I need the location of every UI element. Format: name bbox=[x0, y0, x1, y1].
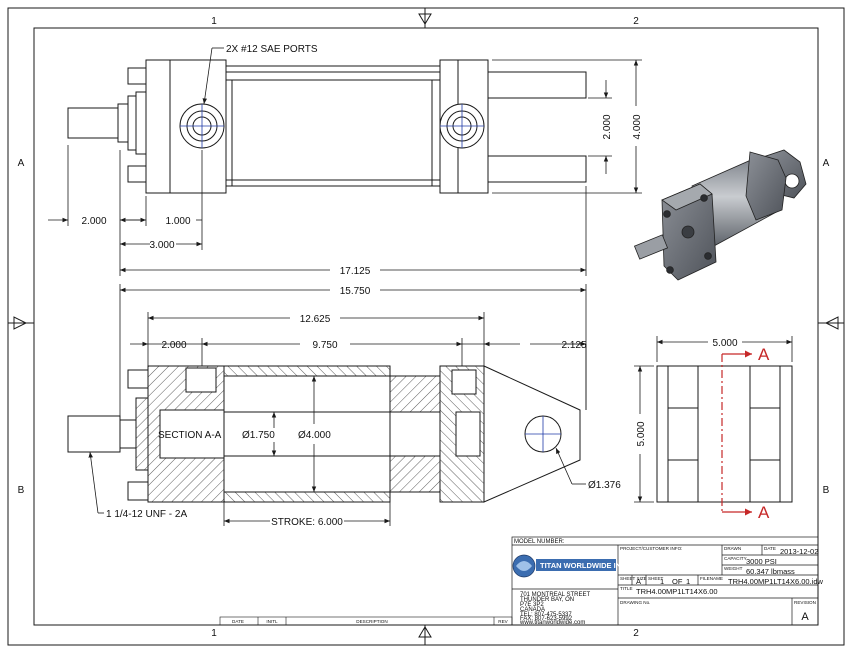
drawing-no-label: DRAWING No. bbox=[620, 600, 650, 605]
dim-port-location: 3.000 bbox=[149, 240, 174, 251]
dim-pin-diameter: Ø1.376 bbox=[588, 480, 621, 491]
sheet-size-value: A bbox=[636, 577, 641, 586]
zone-top-2: 2 bbox=[633, 16, 639, 27]
tie-rod-nut bbox=[127, 165, 147, 183]
dim-rod-diameter: Ø1.750 bbox=[242, 430, 275, 441]
tie-rod-nut bbox=[127, 369, 149, 389]
dim-overall-length: 17.125 bbox=[340, 266, 371, 277]
tie-rod-nut bbox=[127, 67, 147, 85]
section-label: SECTION A-A bbox=[158, 430, 222, 441]
address-line-2: THUNDER BAY, ON bbox=[520, 597, 574, 603]
tube-body bbox=[225, 79, 441, 187]
rod-thread-end bbox=[67, 107, 119, 139]
dim-overall-pin-length: 15.750 bbox=[340, 286, 371, 297]
clevis-ear bbox=[487, 155, 587, 183]
dim-bore-diameter: Ø4.000 bbox=[298, 430, 331, 441]
top-view-centerlines bbox=[180, 104, 484, 148]
rev-table-description: DESCRIPTION bbox=[356, 619, 387, 624]
dim-pin-offset: 2.125 bbox=[561, 340, 586, 351]
capacity-label: CAPACITY bbox=[724, 556, 747, 561]
of-label: OF bbox=[672, 577, 683, 586]
end-view-dimension-lines bbox=[634, 336, 793, 503]
rev-table-date: DATE bbox=[232, 619, 244, 624]
zone-left-b: B bbox=[18, 485, 25, 496]
weight-label: WEIGHT bbox=[724, 566, 743, 571]
date-value: 2013-12-02 bbox=[780, 547, 818, 556]
sheet-size-label: SHEET SIZE bbox=[620, 576, 647, 581]
section-cut-line bbox=[721, 350, 752, 516]
tube-wall bbox=[223, 491, 391, 503]
dim-square-width: 4.000 bbox=[632, 114, 643, 139]
rev-table-rev: REV bbox=[498, 619, 508, 624]
tie-rod-nut bbox=[127, 481, 149, 501]
rod-thread-end bbox=[67, 415, 121, 453]
company-name: TITAN WORLDWIDE INC. bbox=[540, 561, 629, 570]
dim-head-offset: 1.000 bbox=[165, 216, 190, 227]
zone-left-a: A bbox=[18, 158, 25, 169]
sheet-value: 1 bbox=[660, 577, 664, 586]
address-tel: TEL: 807-475-5337 bbox=[520, 612, 572, 618]
title-value: TRH4.00MP1LT14X6.00 bbox=[636, 587, 718, 596]
revision-label: REVISION bbox=[794, 600, 816, 605]
zone-right-b: B bbox=[823, 485, 830, 496]
piston-rod bbox=[223, 411, 391, 457]
clevis-ear bbox=[487, 71, 587, 99]
sae-ports-leader bbox=[202, 47, 224, 105]
filename-value: TRH4.00MP1LT14X6.00.idw bbox=[728, 577, 823, 586]
dim-end-height: 5.000 bbox=[636, 421, 647, 446]
drawn-label: DRAWN bbox=[724, 546, 741, 551]
centering-arrow-left bbox=[13, 316, 28, 330]
address-line-1: 701 MONTREAL STREET bbox=[520, 592, 590, 598]
isometric-view bbox=[633, 149, 807, 281]
section-view-centerlines bbox=[525, 416, 561, 452]
revision-value: A bbox=[801, 611, 809, 623]
tube-wall bbox=[223, 365, 391, 377]
dim-end-width: 5.000 bbox=[712, 338, 737, 349]
weight-value: 60.347 lbmass bbox=[746, 567, 795, 576]
sae-ports-callout: 2X #12 SAE PORTS bbox=[226, 44, 318, 55]
section-mark-bottom: A bbox=[758, 503, 770, 522]
thread-callout: 1 1/4-12 UNF - 2A bbox=[106, 509, 187, 520]
dim-port-spacing: 9.750 bbox=[312, 340, 337, 351]
dim-cylinder-length: 12.625 bbox=[300, 314, 331, 325]
project-label: PROJECT/CUSTOMER INFO: bbox=[620, 546, 682, 551]
of-value: 1 bbox=[686, 577, 690, 586]
company-logo bbox=[512, 554, 616, 578]
dim-clevis-gap: 2.000 bbox=[602, 114, 613, 139]
zone-bottom-2: 2 bbox=[633, 628, 639, 639]
address-web: www.titanworldwide.com bbox=[519, 620, 585, 626]
outer-border bbox=[7, 7, 845, 646]
section-dimension-lines bbox=[88, 284, 587, 526]
rev-table-initials: INITL bbox=[266, 619, 278, 624]
centering-arrow-top bbox=[418, 13, 432, 25]
title-block-grid bbox=[511, 536, 819, 626]
date-label: DATE bbox=[764, 546, 776, 551]
address-fax: FAX: 807-623-5992 bbox=[520, 616, 573, 622]
centering-arrow-bottom bbox=[418, 626, 432, 638]
top-view bbox=[67, 59, 587, 194]
end-view bbox=[656, 365, 793, 503]
zone-right-a: A bbox=[823, 158, 830, 169]
address-line-3: P7E 3P2 bbox=[520, 602, 544, 608]
model-number-label: MODEL NUMBER: bbox=[514, 539, 565, 545]
zone-bottom-1: 1 bbox=[211, 628, 217, 639]
dim-port-offset: 2.000 bbox=[161, 340, 186, 351]
address-line-4: CANADA bbox=[520, 607, 545, 613]
section-view bbox=[67, 365, 581, 503]
sheet-label: SHEET bbox=[648, 576, 664, 581]
title-label: TITLE bbox=[620, 586, 633, 591]
zone-top-1: 1 bbox=[211, 16, 217, 27]
section-mark-top: A bbox=[758, 345, 770, 364]
dim-rod-extension: 2.000 bbox=[81, 216, 106, 227]
capacity-value: 3000 PSI bbox=[746, 557, 777, 566]
top-view-dimension-lines bbox=[48, 59, 642, 276]
filename-label: FILENAME bbox=[700, 576, 723, 581]
centering-arrow-right bbox=[824, 316, 839, 330]
dim-stroke: STROKE: 6.000 bbox=[271, 517, 343, 528]
